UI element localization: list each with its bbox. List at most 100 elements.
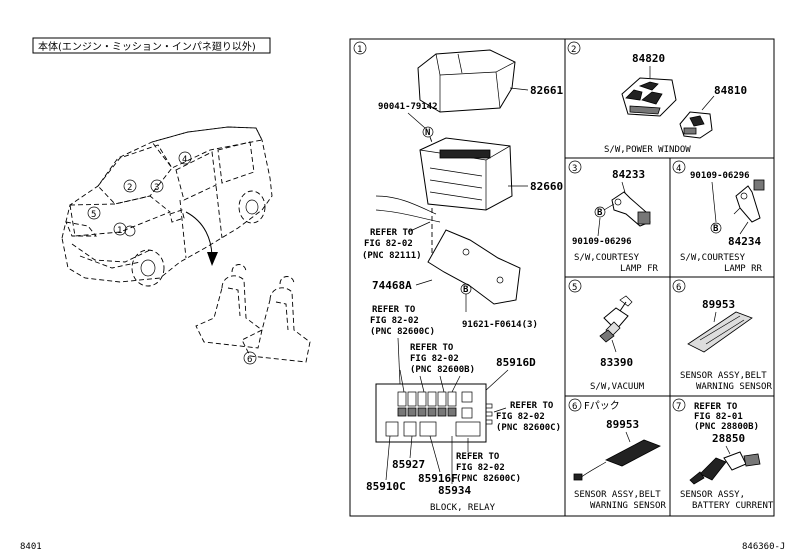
part-28850: 28850 [712, 432, 745, 445]
header-title-box: 本体(エンジン・ミッション・インパネ廻り以外) [32, 37, 271, 54]
label-sections-s1-refs-1-l3: (PNC 82600C) [370, 327, 435, 337]
label-sections-s1-refs-4-l2: FIG 82-02 [456, 463, 505, 473]
part-84233: 84233 [612, 168, 645, 181]
label-sections-s1-refs-4-l3: (PNC 82600C) [456, 474, 521, 484]
label-sections-s6b-cap1: SENSOR ASSY,BELT [574, 490, 661, 500]
bracket-74468A: 74468A B 91621-F0614(3) [372, 208, 538, 330]
refer-82600C-a: REFER TO FIG 82-02 (PNC 82600C) [370, 305, 435, 385]
part-85910C: 85910C [366, 480, 406, 493]
label-car_markers-1: 2 [127, 183, 132, 193]
part-85934: 85934 [438, 484, 471, 497]
label-sections-s1-refs-1-l2: FIG 82-02 [370, 316, 419, 326]
part-89953: 89953 [702, 298, 735, 311]
label-sections-s7-cap2: BATTERY CURRENT [692, 501, 774, 511]
label-sections-s4-cap2: LAMP RR [724, 264, 763, 274]
section-1-number: 1 [357, 45, 362, 55]
seat-marker-6: 6 [243, 351, 257, 365]
label-sections-s3-b_mark: B [597, 208, 603, 218]
relay-panel [375, 369, 493, 443]
section-4: 4 90109-06296 B 84234 S/W,COURTESY LAMP … [672, 160, 765, 274]
label-sections-s7-ref1: REFER TO [694, 402, 738, 412]
label-sections-s1-refs-3-l1: REFER TO [510, 401, 554, 411]
footer-right-code: 846360-J [742, 542, 785, 552]
section-2: 2 84820 84810 S/W,POWER WINDOW [567, 41, 747, 155]
label-sections-s3-cap1: S/W,COURTESY [574, 253, 640, 263]
car-marker-2: 2 [123, 179, 137, 193]
label-sections-s7-cap1: SENSOR ASSY, [680, 490, 745, 500]
part-90109-06296-fr: 90109-06296 [572, 237, 632, 247]
car-marker-4: 4 [178, 151, 192, 165]
label-sections-s1-refs-4-l1: REFER TO [456, 452, 500, 462]
label-sections-s1-parts-b_mark: B [463, 285, 469, 295]
label-sections-s3-num: 3 [572, 164, 577, 174]
belt-sensor-89953-fpack [573, 439, 661, 481]
label-sections-s4-cap1: S/W,COURTESY [680, 253, 746, 263]
header-title: 本体(エンジン・ミッション・インパネ廻り以外) [38, 40, 256, 53]
footer-left-code: 8401 [20, 542, 42, 552]
section-1: 1 82661 90041-79142 N 82660 [353, 41, 563, 513]
label-sections-s1-parts-n_mark: N [425, 128, 430, 138]
label-sections-s2-num: 2 [571, 45, 576, 55]
label-sections-s6b-cap2: WARNING SENSOR [590, 501, 666, 511]
seat-illustration: 6 [195, 264, 311, 365]
label-sections-s5-num: 5 [572, 283, 577, 293]
label-sections-s6-num: 6 [676, 283, 681, 293]
section-6-fpack: 6 Fパック 89953 SENSOR ASSY,BELT WARNING SE… [568, 398, 666, 511]
section-6: 6 89953 SENSOR ASSY,BELT WARNING SENSOR [672, 279, 772, 392]
label-car_markers-0: 1 [117, 226, 122, 236]
label-sections-s1-refs-3-l2: FIG 82-02 [496, 412, 545, 422]
part-90041-79142: 90041-79142 [378, 102, 438, 112]
label-sections-s7-num: 7 [676, 402, 681, 412]
car-marker-5: 5 [87, 206, 101, 220]
refer-82111: REFER TO FIG 82-02 (PNC 82111) [362, 221, 431, 261]
label-sections-s6-cap2: WARNING SENSOR [696, 382, 772, 392]
section-5-caption: S/W,VACUUM [590, 382, 645, 392]
label-sections-s4-b_mark: B [713, 224, 719, 234]
label-sections-s1-refs-0-l1: REFER TO [370, 228, 414, 238]
label-sections-s7-ref2: FIG 82-01 [694, 412, 743, 422]
part-91621-F0614: 91621-F0614(3) [462, 320, 538, 330]
part-85916D: 85916D [496, 356, 536, 369]
refer-82600C-c: REFER TO FIG 82-02 (PNC 82600C) [456, 438, 521, 484]
refer-82600C-b: REFER TO FIG 82-02 (PNC 82600C) [493, 401, 561, 433]
vehicle-illustration: 4 2 3 5 1 [61, 126, 273, 287]
label-sections-s7-ref3: (PNC 28800B) [694, 422, 759, 432]
label-sections-s1-refs-2-l3: (PNC 82600B) [410, 365, 475, 375]
battery-current-sensor-28850 [689, 451, 761, 485]
part-82660: 82660 [530, 180, 563, 193]
part-74468A: 74468A [372, 279, 412, 292]
label-sections-s6-cap1: SENSOR ASSY,BELT [680, 371, 767, 381]
section-6-fpack-label: Fパック [584, 400, 620, 412]
section-7: 7 REFER TO FIG 82-01 (PNC 28800B) 28850 … [672, 398, 774, 511]
courtesy-switch-84233 [611, 191, 651, 227]
part-85927: 85927 [392, 458, 425, 471]
car-marker-1: 1 [113, 222, 136, 237]
label-sections-s1-refs-2-l1: REFER TO [410, 343, 454, 353]
section-3: 3 84233 B 90109-06296 S/W,COURTESY LAMP … [568, 160, 659, 274]
part-89953-fpack: 89953 [606, 418, 639, 431]
section-5: 5 83390 S/W,VACUUM [568, 279, 645, 392]
label-car_markers-3: 4 [182, 155, 187, 165]
label-sections-s1-refs-3-l3: (PNC 82600C) [496, 423, 561, 433]
part-84810: 84810 [714, 84, 747, 97]
car-marker-3: 3 [150, 179, 164, 193]
relay-cover-82661: 82661 [417, 49, 563, 113]
part-90109-06296-rr: 90109-06296 [690, 171, 750, 181]
label-sections-s1-refs-1-l1: REFER TO [372, 305, 416, 315]
part-82661: 82661 [530, 84, 563, 97]
part-85916F: 85916F [418, 472, 458, 485]
label-sections-s1-refs-0-l3: (PNC 82111) [362, 251, 422, 261]
label-car_markers-5: 6 [247, 355, 252, 365]
power-window-switch-84810 [679, 111, 713, 139]
courtesy-switch-84234 [733, 179, 765, 223]
relay-block-82660: 82660 [375, 137, 563, 223]
power-window-switch-84820 [621, 77, 677, 117]
label-sections-s3-cap2: LAMP FR [620, 264, 659, 274]
label-car_markers-2: 3 [154, 183, 159, 193]
label-sections-s1-refs-0-l2: FIG 82-02 [364, 239, 413, 249]
label-sections-s4-num: 4 [676, 164, 681, 174]
part-84234: 84234 [728, 235, 761, 248]
label-sections-s6b-num: 6 [572, 402, 577, 412]
part-83390: 83390 [600, 356, 633, 369]
